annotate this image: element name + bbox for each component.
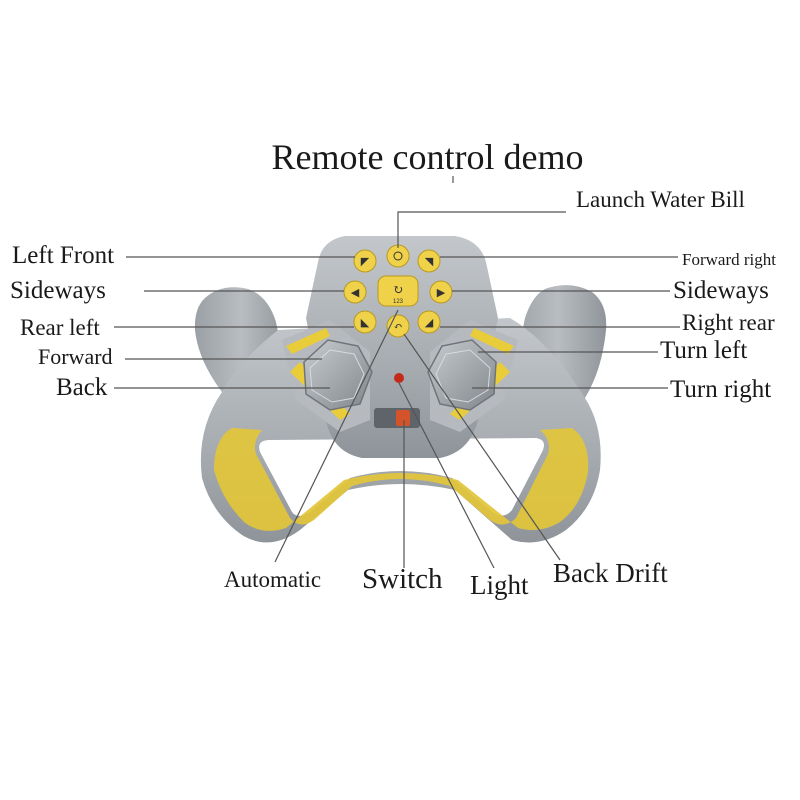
label-turn-left: Turn left	[660, 337, 748, 364]
svg-text:↶: ↶	[393, 321, 402, 333]
automatic-mode-button[interactable]: ↻ 123	[377, 275, 419, 307]
right-rear-button[interactable]: ◢	[417, 310, 441, 334]
label-turn-right: Turn right	[670, 376, 772, 403]
svg-text:◀: ◀	[351, 287, 360, 299]
leader-lines	[114, 176, 680, 569]
light-indicator	[394, 373, 404, 383]
sideways-left-button[interactable]: ◀	[343, 280, 367, 304]
label-forward-right: Forward right	[682, 250, 776, 269]
launch-water-button[interactable]	[386, 244, 410, 268]
left-dpad[interactable]	[303, 339, 373, 411]
label-light: Light	[470, 570, 529, 600]
label-back: Back	[56, 374, 108, 401]
forward-right-button[interactable]: ◥	[417, 249, 441, 273]
label-forward: Forward	[38, 344, 113, 369]
keypad-center-text: 123	[393, 299, 404, 305]
label-automatic: Automatic	[224, 567, 322, 592]
sideways-right-button[interactable]: ▶	[429, 280, 453, 304]
left-yellow-stripe	[286, 328, 350, 420]
keypad: ◤ ◥ ◀ ↻ 123 ▶ ◣ ↶ ◢	[343, 244, 453, 338]
svg-text:◥: ◥	[425, 256, 434, 268]
label-rear-left: Rear left	[20, 315, 100, 340]
label-sideways-left: Sideways	[10, 277, 106, 304]
left-front-button[interactable]: ◤	[353, 249, 377, 273]
svg-text:◣: ◣	[361, 317, 370, 329]
label-right-rear: Right rear	[682, 310, 775, 335]
rear-left-button[interactable]: ◣	[353, 310, 377, 334]
svg-text:◢: ◢	[425, 317, 434, 329]
label-switch: Switch	[362, 563, 443, 595]
label-left-front: Left Front	[12, 242, 115, 269]
power-switch[interactable]	[374, 408, 420, 428]
diagram-title: Remote control demo	[271, 137, 584, 177]
label-launch-water-bill: Launch Water Bill	[576, 187, 745, 212]
label-back-drift: Back Drift	[553, 558, 668, 588]
svg-text:↻: ↻	[393, 282, 404, 297]
svg-text:◤: ◤	[361, 256, 370, 268]
svg-text:▶: ▶	[437, 287, 446, 299]
yellow-accent-ring	[214, 428, 589, 531]
label-sideways-right: Sideways	[673, 277, 769, 304]
